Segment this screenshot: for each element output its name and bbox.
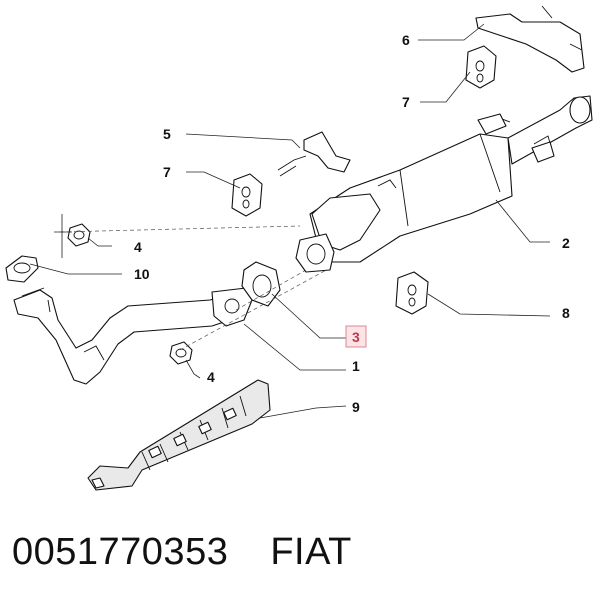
part-number: 0051770353 <box>12 530 229 573</box>
rubber-mount-part-lower <box>231 173 263 217</box>
leader-lines <box>29 23 551 419</box>
front-gasket-part <box>5 255 39 283</box>
callout-9: 9 <box>352 399 360 415</box>
front-pipe-part <box>13 287 253 385</box>
callout-10: 10 <box>134 266 150 282</box>
nut-part-upper <box>67 223 91 247</box>
rubber-mount-part-upper <box>465 45 497 89</box>
callout-6: 6 <box>402 32 410 48</box>
heat-shield-part <box>87 379 271 491</box>
hanger-bracket-part <box>277 131 351 177</box>
nut-part-lower <box>169 341 193 365</box>
callout-8: 8 <box>562 305 570 321</box>
callout-7-lower: 7 <box>163 164 171 180</box>
rubber-mount-part-rear <box>395 271 429 315</box>
callout-3: 3 <box>352 329 360 345</box>
callout-7-upper: 7 <box>402 94 410 110</box>
silencer-part <box>295 95 593 273</box>
rear-bracket-part <box>475 5 585 73</box>
callout-3-highlight: 3 <box>345 325 367 348</box>
callout-4-lower: 4 <box>207 369 215 385</box>
callout-5: 5 <box>163 126 171 142</box>
footer: 0051770353 FIAT <box>12 522 352 582</box>
gasket-part <box>241 261 281 307</box>
brand-name: FIAT <box>270 530 352 573</box>
exhaust-system-diagram: 6 7 5 7 4 10 2 3 8 1 4 9 <box>5 5 593 491</box>
callout-2: 2 <box>562 235 570 251</box>
callout-1: 1 <box>352 358 360 374</box>
callout-4-upper: 4 <box>134 239 142 255</box>
